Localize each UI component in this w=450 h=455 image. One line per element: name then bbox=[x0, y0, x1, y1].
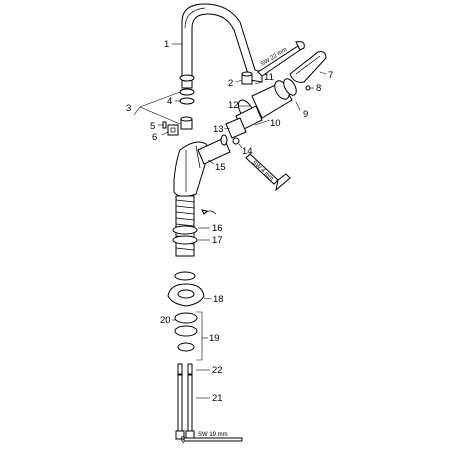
part-6-nut bbox=[167, 124, 179, 136]
part-5-screw bbox=[162, 121, 167, 129]
label-7: 7 bbox=[328, 70, 333, 81]
part-7-cone bbox=[289, 51, 327, 83]
label-19: 19 bbox=[209, 333, 220, 344]
label-14: 14 bbox=[242, 146, 253, 157]
label-11: 11 bbox=[264, 72, 274, 83]
part-21-hoses bbox=[175, 374, 195, 440]
label-18: 18 bbox=[213, 294, 224, 305]
part-18-mount bbox=[167, 271, 205, 307]
part-14-screw bbox=[232, 137, 240, 145]
label-9: 9 bbox=[303, 109, 308, 120]
threaded-shank bbox=[172, 195, 198, 257]
label-2: 2 bbox=[228, 78, 233, 89]
label-5: 5 bbox=[150, 121, 155, 132]
part-2-nut bbox=[241, 71, 253, 85]
label-15: 15 bbox=[215, 162, 226, 173]
seal-ring bbox=[180, 116, 193, 130]
label-17: 17 bbox=[212, 235, 223, 246]
spray-head-parts bbox=[225, 78, 297, 139]
cartridge bbox=[197, 134, 231, 165]
label-6: 6 bbox=[152, 132, 157, 143]
label-20: 20 bbox=[160, 315, 171, 326]
part-22-nipples bbox=[177, 363, 193, 375]
o-rings-3 bbox=[179, 74, 195, 105]
hex-key-icon: SW 4 mm bbox=[245, 153, 291, 192]
label-21: 21 bbox=[212, 393, 223, 404]
label-3: 3 bbox=[126, 103, 131, 114]
hex-key-size: SW 4 mm bbox=[251, 160, 275, 182]
label-4: 4 bbox=[167, 96, 172, 107]
label-10: 10 bbox=[270, 118, 281, 129]
label-1: 1 bbox=[164, 39, 169, 50]
wrench-icon-bottom: SW 19 mm bbox=[180, 432, 243, 444]
label-22: 22 bbox=[212, 365, 223, 376]
label-8: 8 bbox=[316, 83, 321, 94]
wrench-size-bottom: SW 19 mm bbox=[198, 432, 228, 438]
faucet-body bbox=[173, 141, 209, 198]
part-19-washers bbox=[174, 312, 198, 352]
part-8-pin bbox=[305, 85, 311, 91]
label-13: 13 bbox=[213, 124, 224, 135]
label-12: 12 bbox=[228, 100, 239, 111]
label-16: 16 bbox=[212, 223, 223, 234]
